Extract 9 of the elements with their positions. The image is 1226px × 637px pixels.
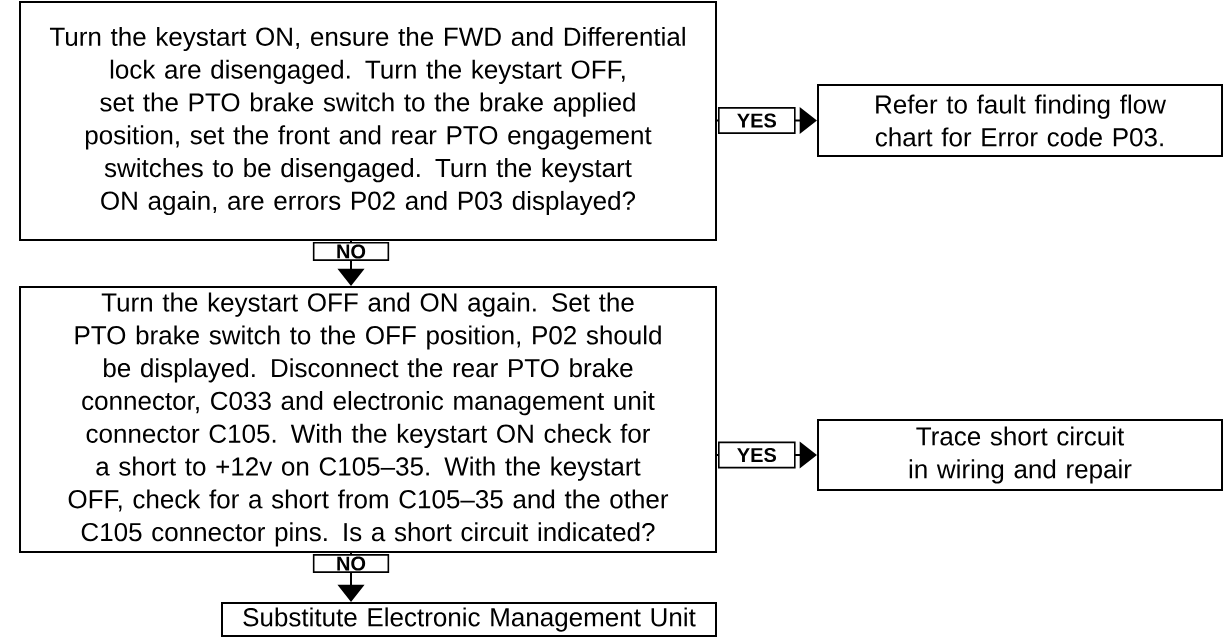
edge-label: NO <box>312 554 390 573</box>
process-box: Turn the keystart ON, ensure the FWD and Differential lock are disengaged. Turn the keystart OFF, set the PTO brake switch to the brake applied position, set the front and rear PTO engagement switches to be disengaged. Turn the keystart ON again, are errors P02 and P03 displayed? <box>19 1 717 241</box>
edge-label: NO <box>312 242 390 261</box>
process-box: Turn the keystart OFF and ON again. Set the PTO brake switch to the OFF position, P02 should be displayed. Disconnect the rear PTO brake connector, C033 and electronic management unit connector C105. With the keystart ON check for a short to +12v on C105–35. With the keystart OFF, check for a short from C105–35 and the other C105 connector pins. Is a short circuit indicated? <box>19 286 717 554</box>
edge-label: YES <box>718 107 796 134</box>
process-box: Refer to fault finding flow chart for Error code P03. <box>817 84 1223 157</box>
process-box: Trace short circuit in wiring and repair <box>817 419 1223 491</box>
edge-label: YES <box>718 441 796 469</box>
process-box: Substitute Electronic Management Unit <box>221 602 717 637</box>
